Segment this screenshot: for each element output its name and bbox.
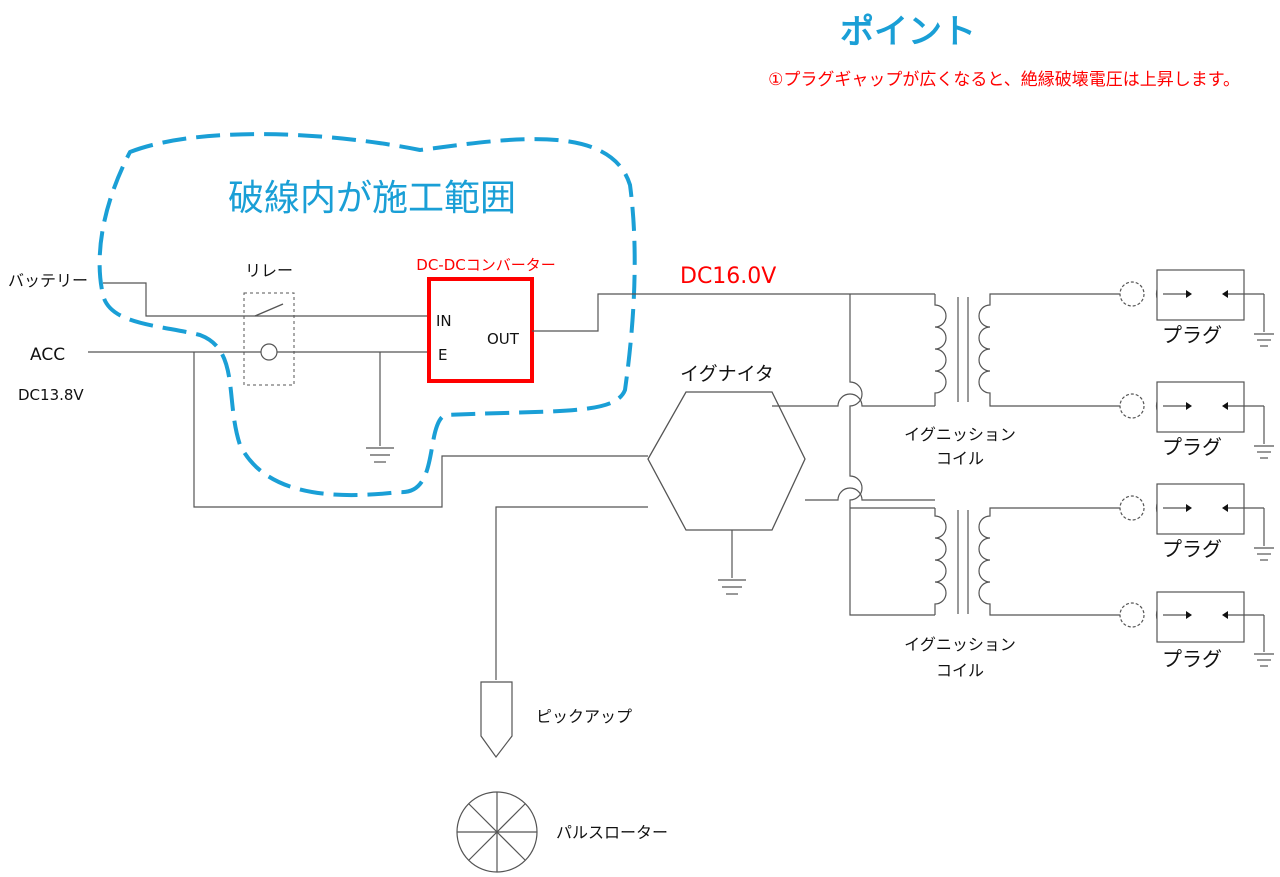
battery-wire	[103, 282, 429, 317]
plug-3-label: プラグ	[1162, 537, 1222, 561]
coil-2-label-line1: イグニッション	[904, 635, 1016, 654]
battery-label: バッテリー	[8, 271, 88, 290]
spark-plug-2	[1119, 381, 1274, 459]
plug-2-label: プラグ	[1162, 435, 1222, 459]
dcdc-converter-box	[427, 277, 534, 383]
coil-2-label-line2: コイル	[936, 661, 984, 680]
converter-output-wire	[532, 293, 935, 332]
igniter-output-wire-1	[772, 393, 935, 407]
page-title: ポイント	[840, 12, 976, 52]
coil-1-label-line2: コイル	[936, 449, 984, 468]
ignition-coil-1	[934, 293, 1120, 407]
relay-label: リレー	[245, 261, 293, 280]
pickup-wire	[495, 506, 648, 680]
plug-4-label: プラグ	[1162, 647, 1222, 671]
pickup-label: ピックアップ	[536, 707, 632, 726]
work-area-boundary	[97, 132, 637, 498]
pickup-sensor	[480, 681, 513, 759]
relay-switch-contact	[254, 303, 284, 317]
converter-label: DC-DCコンバーター	[416, 256, 555, 274]
igniter-label: イグナイタ	[680, 363, 774, 385]
acc-label: ACC	[30, 345, 65, 365]
igniter-output-wire-2	[805, 487, 935, 501]
relay-coil-icon	[260, 343, 278, 361]
work-area-label: 破線内が施工範囲	[228, 178, 516, 219]
output-voltage-label: DC16.0V	[680, 264, 776, 289]
ignition-coil-2	[934, 507, 1120, 616]
point-note: ①プラグギャップが広くなると、絶縁破壊電圧は上昇します。	[768, 70, 1240, 90]
igniter-hexagon	[647, 391, 806, 531]
acc-voltage-label: DC13.8V	[18, 386, 84, 404]
spark-plug-3	[1119, 483, 1274, 561]
acc-to-igniter-wire	[193, 352, 648, 508]
pulse-rotor-icon	[456, 791, 538, 873]
converter-e-terminal: E	[438, 346, 447, 364]
supply-bus-wire	[849, 294, 935, 616]
pulse-rotor-label: パルスローター	[556, 823, 668, 842]
plug-1-label: プラグ	[1162, 323, 1222, 347]
converter-out-terminal: OUT	[487, 330, 520, 348]
converter-in-terminal: IN	[436, 312, 452, 330]
spark-plug-4	[1119, 591, 1274, 667]
spark-plug-1	[1119, 269, 1274, 347]
ground-icon	[718, 579, 746, 595]
coil-1-label-line1: イグニッション	[904, 425, 1016, 444]
ground-icon	[366, 447, 394, 463]
relay-box	[243, 292, 295, 386]
